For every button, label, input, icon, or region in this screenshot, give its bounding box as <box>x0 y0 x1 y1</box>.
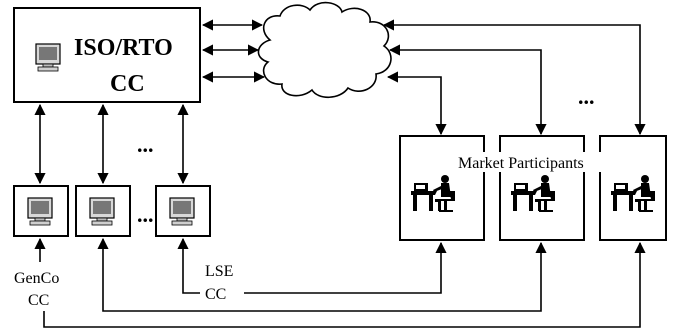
cloud-participant-3-link <box>382 19 646 136</box>
genco-cc-label: CC <box>28 292 49 309</box>
computer-icon <box>35 43 61 72</box>
terminal-2-participant-2-link <box>97 237 547 312</box>
ellipsis-mid: ... <box>137 202 154 227</box>
lse-participant-1-link <box>244 241 447 294</box>
computer-icon <box>169 197 195 226</box>
market-participant-1 <box>399 135 485 241</box>
terminal-2 <box>75 185 131 237</box>
lse-terminal <box>155 185 211 237</box>
cloud-participant-1-link <box>386 71 447 136</box>
ellipsis-right: ... <box>578 84 595 109</box>
computer-icon <box>27 197 53 226</box>
market-participant-2 <box>499 135 585 241</box>
iso-rto-cc-label: CC <box>110 71 145 97</box>
cloud-participant-2-link <box>388 44 547 136</box>
computer-icon <box>89 197 115 226</box>
iso-rto-title: ISO/RTO <box>74 35 173 61</box>
market-participant-3 <box>599 135 667 241</box>
market-participants-label: Market Participants <box>458 155 584 172</box>
lse-label: LSE <box>205 263 233 280</box>
network-cloud-icon <box>257 1 392 99</box>
genco-terminal <box>13 185 69 237</box>
lse-down-link <box>177 237 200 294</box>
ellipsis-top: ... <box>137 132 154 157</box>
label-backdrop <box>455 152 627 172</box>
iso-rto-cc-node: ISO/RTO CC <box>13 7 201 103</box>
lse-cc-label: CC <box>205 286 226 303</box>
genco-participant-3-link <box>43 241 646 328</box>
genco-label: GenCo <box>14 270 59 287</box>
